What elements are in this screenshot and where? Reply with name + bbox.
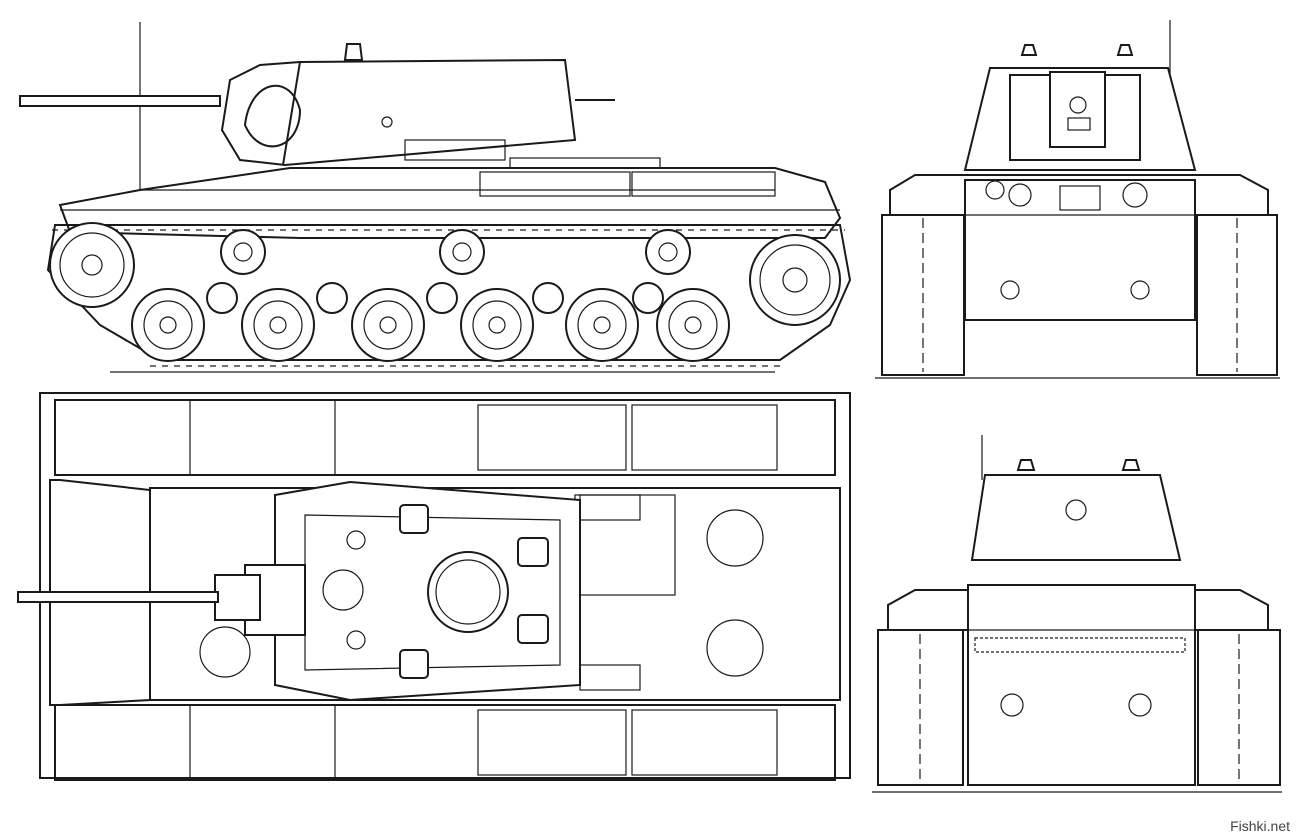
gun-barrel-top bbox=[17, 591, 219, 603]
turret bbox=[220, 58, 577, 167]
drive-sprocket bbox=[749, 234, 841, 326]
gun-mantlet bbox=[243, 84, 302, 148]
return-rollers bbox=[220, 229, 691, 275]
idler-wheel bbox=[49, 222, 135, 308]
periscope bbox=[343, 43, 364, 61]
right-track-rear bbox=[1197, 629, 1281, 786]
rear-view bbox=[872, 435, 1282, 793]
hull-rear bbox=[967, 584, 1196, 786]
road-wheels bbox=[131, 282, 730, 362]
commander-hatch bbox=[427, 551, 509, 633]
right-fender-top bbox=[54, 704, 836, 781]
gun-barrel bbox=[19, 95, 221, 107]
gun-mantlet-front bbox=[1049, 71, 1106, 148]
turret-rear bbox=[970, 474, 1182, 561]
front-view bbox=[875, 20, 1280, 379]
side-view bbox=[19, 22, 852, 373]
plan-view bbox=[17, 392, 851, 781]
watermark: Fishki.net bbox=[1230, 818, 1290, 834]
hull bbox=[58, 167, 842, 239]
hull-front bbox=[964, 179, 1196, 321]
left-fender-top bbox=[54, 399, 836, 476]
